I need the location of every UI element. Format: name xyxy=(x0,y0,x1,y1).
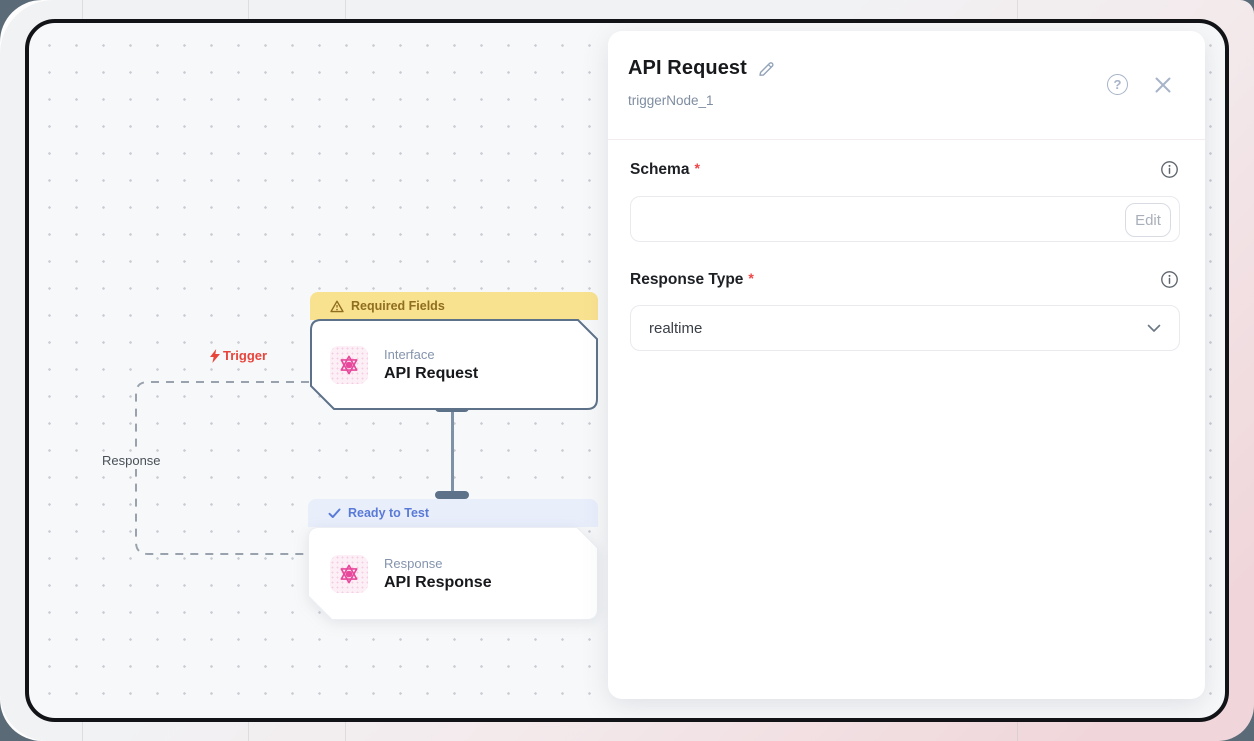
check-icon xyxy=(328,508,341,518)
required-fields-banner: Required Fields xyxy=(310,292,598,320)
api-node-icon xyxy=(330,554,368,593)
node-api-response[interactable]: Response API Response xyxy=(308,527,598,620)
chevron-down-icon xyxy=(1147,324,1161,332)
required-fields-banner-text: Required Fields xyxy=(351,299,445,313)
node-title: API Request xyxy=(384,364,479,382)
node-title: API Response xyxy=(384,573,492,591)
api-node-icon xyxy=(330,345,368,384)
response-type-select[interactable]: realtime xyxy=(630,305,1180,351)
info-icon[interactable] xyxy=(1160,160,1179,179)
node-api-request[interactable]: Interface API Request xyxy=(310,319,598,410)
panel-title: API Request xyxy=(628,57,747,79)
ready-to-test-banner-text: Ready to Test xyxy=(348,506,430,520)
node-outline xyxy=(310,319,598,410)
target-handle[interactable] xyxy=(435,491,469,499)
panel-node-id: triggerNode_1 xyxy=(628,93,714,108)
node-category: Response xyxy=(384,555,443,571)
info-icon[interactable] xyxy=(1160,270,1179,289)
required-mark: * xyxy=(748,269,754,286)
trigger-edge-label: Trigger xyxy=(209,348,267,363)
schema-input[interactable]: Edit xyxy=(630,196,1180,242)
required-mark: * xyxy=(694,159,700,176)
node-config-panel: API Request triggerNode_1 ? Schema * xyxy=(608,31,1205,699)
edit-pencil-icon[interactable] xyxy=(757,60,775,78)
node-connection-edge[interactable] xyxy=(451,410,454,499)
response-edge-label: Response xyxy=(97,452,166,469)
trigger-edge-label-text: Trigger xyxy=(223,348,268,363)
schema-edit-button[interactable]: Edit xyxy=(1125,203,1171,237)
node-outline xyxy=(308,527,598,620)
node-category: Interface xyxy=(384,346,435,362)
warning-icon xyxy=(330,300,344,312)
response-type-value: realtime xyxy=(649,319,703,337)
response-type-field-label: Response Type xyxy=(630,270,744,288)
help-icon[interactable]: ? xyxy=(1107,74,1128,95)
lightning-icon xyxy=(210,348,220,363)
schema-field-label: Schema xyxy=(630,160,690,178)
close-icon[interactable] xyxy=(1153,75,1173,95)
ready-to-test-banner: Ready to Test xyxy=(308,499,598,527)
panel-divider xyxy=(608,139,1205,140)
flow-editor-frame: Trigger Response Required Fields xyxy=(25,19,1229,722)
